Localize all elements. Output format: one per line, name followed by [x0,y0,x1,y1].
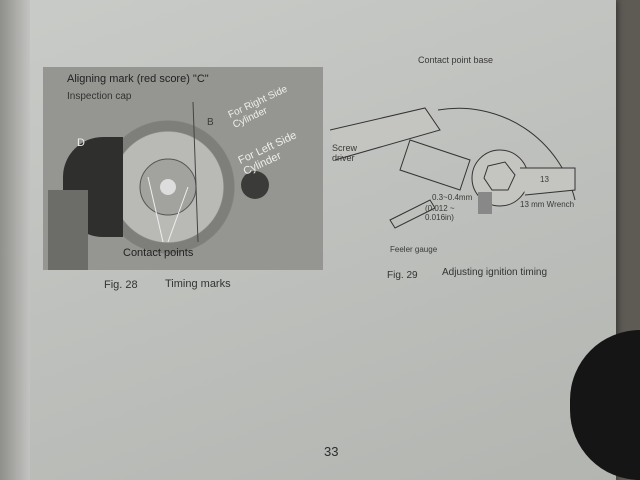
gap-mm-label: 0.3~0.4mm [432,193,473,202]
pointer-line [167,186,189,243]
contact-points-label: Contact points [123,247,194,259]
inspection-label: Inspection cap [67,91,132,102]
hex-bolt [483,161,516,191]
wrench-size-mark: 13 [540,175,549,184]
fig28-number: Fig. 28 [104,279,138,291]
fig28-photo: Aligning mark (red score) "C" Inspection… [43,67,323,270]
shaft [160,179,176,195]
wrench-handle [520,167,576,196]
page-number: 33 [324,444,339,459]
fig29-title: Adjusting ignition timing [442,267,548,278]
b-mark: B [207,117,214,128]
aligning-mark-label: Aligning mark (red score) "C" [67,73,209,85]
pointer-line [147,176,164,243]
screw-driver-label: Screw driver [332,143,358,163]
contact-breaker-drawing [139,101,269,243]
wrench-label: 13 mm Wrench [520,200,575,209]
d-mark: D [77,137,85,149]
contact-point-base-label: Contact point base [418,55,494,65]
gap-in-label: (0.012 ~ 0.016in) [425,204,455,222]
fig29-diagram [330,107,576,229]
feeler-gauge-label: Feeler gauge [390,245,438,254]
feeler-gauge-blade [478,192,492,214]
pointer-line [192,101,199,243]
fig29-number: Fig. 29 [387,270,418,281]
small-wrench [389,199,436,229]
fig28-title: Timing marks [165,278,231,290]
contact-point-base [399,139,471,191]
page-gutter [0,0,30,480]
inspection-cap [241,171,269,199]
exhaust-pipe [48,190,88,270]
screwdriver [330,107,441,161]
